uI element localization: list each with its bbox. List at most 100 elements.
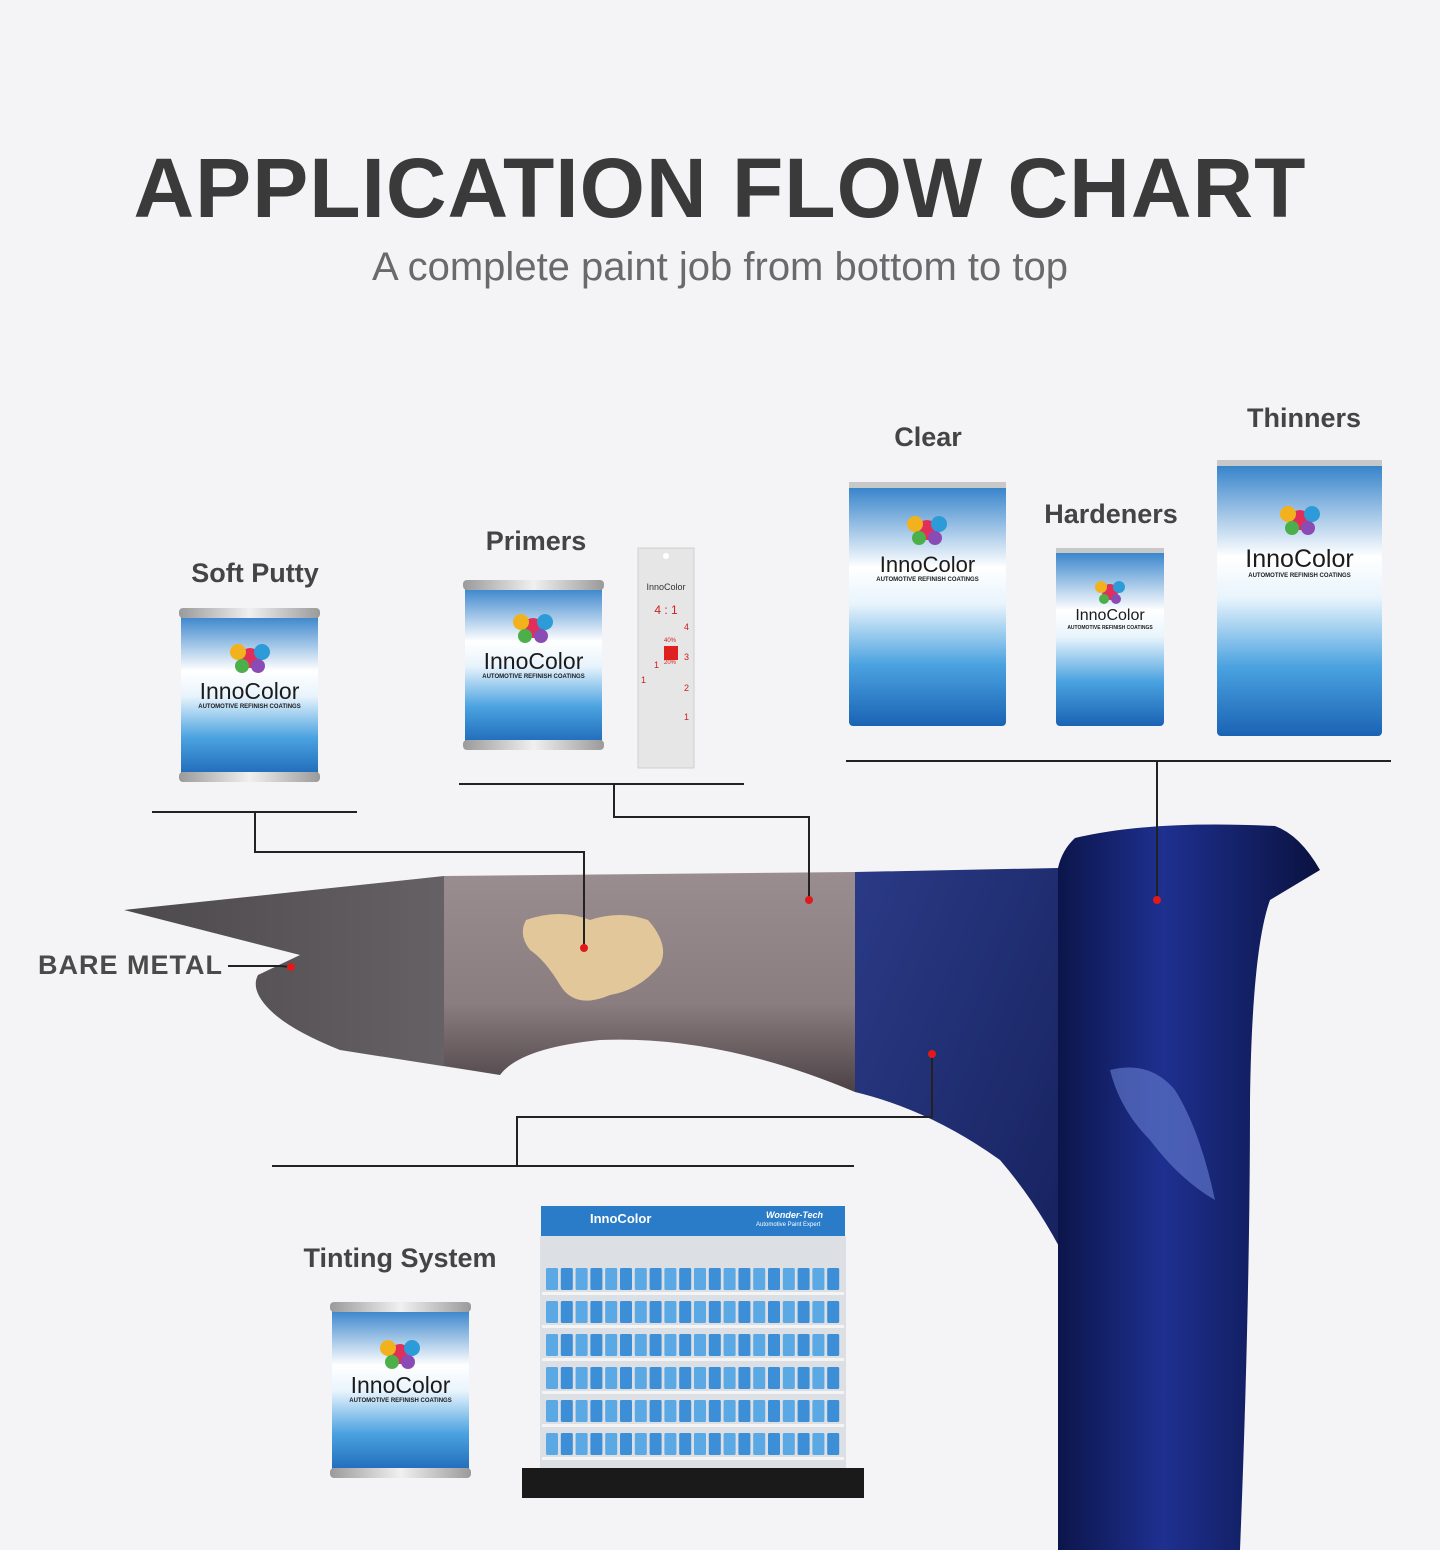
rack-tint-can	[797, 1334, 810, 1356]
rack-tint-can	[782, 1268, 795, 1290]
rack-tint-can	[560, 1301, 573, 1323]
rack-tint-can	[664, 1433, 677, 1455]
rack-tint-can	[546, 1400, 558, 1422]
rack-tint-can	[812, 1268, 825, 1290]
clearcoat-section	[1058, 824, 1320, 1550]
rack-tint-can	[753, 1400, 766, 1422]
rack-tint-can	[664, 1400, 677, 1422]
rack-tint-can	[620, 1400, 632, 1422]
rack-tint-can	[812, 1400, 825, 1422]
brand-label-primers: InnoColor	[483, 648, 584, 674]
rack-tint-can	[649, 1433, 662, 1455]
tagline-thinners: AUTOMOTIVE REFINISH COATINGS	[1248, 573, 1351, 579]
rack-tint-can	[782, 1400, 795, 1422]
rack-partner: Wonder-Tech	[766, 1210, 824, 1220]
rack-tint-can	[797, 1301, 810, 1323]
rack-tint-can	[797, 1268, 810, 1290]
mixing-ruler	[637, 547, 695, 769]
tinting-rack	[522, 1206, 864, 1498]
rack-tint-can	[634, 1268, 647, 1290]
soft-putty-can	[179, 608, 320, 782]
rack-tint-can	[753, 1367, 766, 1389]
rack-tint-can	[664, 1268, 677, 1290]
rack-tint-can	[708, 1433, 721, 1455]
rack-partner-tagline: Automotive Paint Expert	[756, 1222, 821, 1228]
rack-tint-can	[723, 1433, 736, 1455]
rack-tint-can	[797, 1433, 810, 1455]
page-title: APPLICATION FLOW CHART	[133, 141, 1307, 235]
rack-tint-can	[738, 1334, 751, 1356]
rack-tint-can	[679, 1334, 692, 1356]
rack-tint-can	[738, 1301, 751, 1323]
label-clear: Clear	[894, 422, 962, 452]
rack-tint-can	[590, 1433, 603, 1455]
label-tinting-system: Tinting System	[303, 1243, 497, 1273]
rack-tint-can	[738, 1400, 751, 1422]
clear-marker	[1153, 896, 1161, 904]
rack-tint-can	[649, 1268, 662, 1290]
rack-tint-can	[575, 1367, 588, 1389]
label-thinners: Thinners	[1246, 403, 1362, 433]
rack-tint-can	[723, 1334, 736, 1356]
ruler-brand: InnoColor	[646, 582, 686, 592]
rack-tint-can	[827, 1400, 840, 1422]
rack-tint-can	[605, 1400, 618, 1422]
ruler-mark: 4	[684, 622, 690, 632]
hardeners-can	[1056, 548, 1164, 726]
rack-tint-can	[590, 1367, 603, 1389]
rack-tint-can	[575, 1268, 588, 1290]
rack-tint-can	[723, 1268, 736, 1290]
rack-tint-can	[664, 1301, 677, 1323]
putty-marker	[580, 944, 588, 952]
rack-tint-can	[546, 1301, 558, 1323]
rack-tint-can	[546, 1433, 558, 1455]
brand-label-thinners: InnoColor	[1245, 545, 1354, 573]
rack-tint-can	[546, 1268, 558, 1290]
rack-tint-can	[694, 1301, 706, 1323]
rack-tint-can	[605, 1301, 618, 1323]
rack-tint-can	[605, 1367, 618, 1389]
rack-tint-can	[620, 1433, 632, 1455]
label-soft-putty: Soft Putty	[191, 558, 319, 588]
rack-tint-can	[768, 1433, 780, 1455]
brand-label-clear: InnoColor	[879, 552, 976, 577]
rack-tint-can	[797, 1400, 810, 1422]
rack-tint-can	[560, 1268, 573, 1290]
rack-tint-can	[560, 1367, 573, 1389]
rack-tint-can	[827, 1301, 840, 1323]
rack-tint-can	[827, 1334, 840, 1356]
rack-tint-can	[827, 1268, 840, 1290]
rack-tint-can	[694, 1334, 706, 1356]
rack-tint-can	[723, 1400, 736, 1422]
rack-shelf	[542, 1358, 844, 1361]
rack-tint-can	[620, 1334, 632, 1356]
rack-shelf	[542, 1391, 844, 1394]
page-subtitle: A complete paint job from bottom to top	[372, 245, 1068, 289]
marker-dots	[287, 896, 1161, 1058]
rack-tint-can	[634, 1400, 647, 1422]
ruler-mark: 1	[641, 675, 647, 685]
ruler-mark: 3	[684, 652, 690, 662]
rack-tint-can	[708, 1400, 721, 1422]
primers-can	[463, 580, 604, 750]
rack-tint-can	[649, 1367, 662, 1389]
rack-tint-can	[679, 1301, 692, 1323]
putty-patch	[522, 914, 664, 1001]
brand-label-soft-putty: InnoColor	[199, 678, 300, 704]
rack-tint-can	[738, 1433, 751, 1455]
rack-tint-can	[768, 1268, 780, 1290]
ruler-mark: 20%	[664, 660, 677, 666]
rack-tint-can	[620, 1367, 632, 1389]
rack-tint-can	[723, 1301, 736, 1323]
bare-metal-marker	[287, 963, 295, 971]
brand-label-hardeners: InnoColor	[1075, 607, 1145, 624]
rack-tint-can	[753, 1301, 766, 1323]
rack-tint-can	[679, 1400, 692, 1422]
rack-tint-can	[679, 1268, 692, 1290]
rack-tint-can	[634, 1301, 647, 1323]
rack-tint-can	[708, 1367, 721, 1389]
rack-tint-can	[546, 1334, 558, 1356]
rack-tint-can	[768, 1367, 780, 1389]
rack-tint-can	[560, 1433, 573, 1455]
